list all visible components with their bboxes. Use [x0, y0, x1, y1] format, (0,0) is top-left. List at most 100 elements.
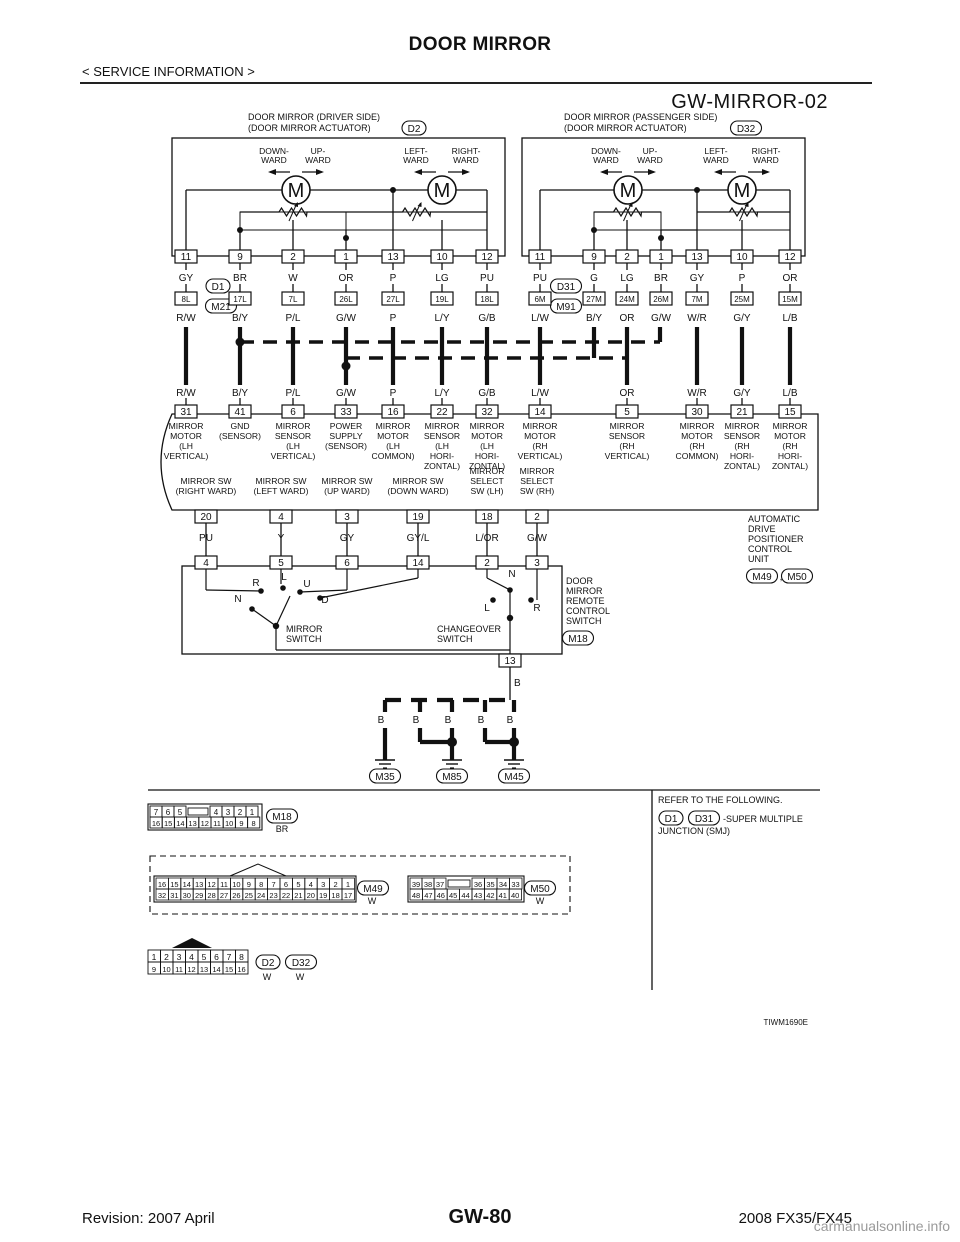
- m18-bottom-12: 12: [201, 819, 209, 828]
- ground-splice-m85: [447, 737, 457, 747]
- m50-bottom-cell-8: [508, 888, 523, 901]
- m50-bottom-45: 45: [449, 891, 457, 900]
- d2-top-4: 4: [189, 952, 194, 962]
- passenger-sensor2-frame: [696, 211, 791, 231]
- m50-top-37: 37: [436, 880, 444, 889]
- d2-bottom-9: 9: [152, 965, 156, 974]
- unit-pin-31-box: [174, 404, 198, 419]
- refer-connector-2-outline: [687, 810, 721, 826]
- joint-left-wire-color-0: R/W: [176, 313, 196, 324]
- unit-function-top-0-0: MIRROR: [169, 421, 204, 431]
- m49-bottom-cell-15: [341, 888, 355, 901]
- passenger-mirror-wire-color-0: PU: [533, 273, 547, 284]
- harness-splice-gnd: [235, 337, 245, 347]
- unit-function-top-11-1: MOTOR: [774, 431, 806, 441]
- m18-top-5: 5: [178, 808, 183, 817]
- changeover-contact-l: [490, 597, 496, 603]
- switch-connector-outline: [561, 630, 595, 646]
- footer-page-number: GW-80: [448, 1206, 512, 1228]
- ground-wire-color-2: B: [445, 715, 452, 726]
- passenger-mirror-pin-13-box: [685, 249, 709, 264]
- m49-bottom-27: 27: [220, 891, 228, 900]
- passenger-mirror-wire-color-1: G: [590, 273, 598, 284]
- positioner-unit-box: [160, 413, 819, 511]
- unit-pin-5-box: [615, 404, 639, 419]
- passenger-mirror-connector: D32: [737, 124, 756, 135]
- switch-u-route: [299, 589, 348, 593]
- driver-mirror-title: DOOR MIRROR (DRIVER SIDE): [248, 112, 380, 122]
- m49-bottom-32: 32: [158, 891, 166, 900]
- switch-name-2: REMOTE: [566, 596, 605, 606]
- unit-function-top-10-1: SENSOR: [724, 431, 760, 441]
- d2-bottom-11: 11: [175, 965, 183, 974]
- unit-pin-14: 14: [534, 407, 546, 418]
- unit-function-top-10-4: ZONTAL): [724, 461, 760, 471]
- unit-name-4: UNIT: [748, 554, 769, 564]
- joint-right-pin-7M: 7M: [691, 295, 702, 304]
- driver-horizontal-sensor-wiper-head: [417, 202, 422, 207]
- unit-function-top-7-2: (RH: [532, 441, 547, 451]
- switch-name-1: MIRROR: [566, 586, 603, 596]
- switch-common-lever: [251, 608, 277, 627]
- driver-downward-label-2: WARD: [261, 155, 287, 165]
- passenger-downward-label-2: WARD: [593, 155, 619, 165]
- switch-name-4: SWITCH: [566, 616, 602, 626]
- m50-top-38: 38: [424, 880, 432, 889]
- unit-bottom-pin-18: 18: [481, 512, 493, 523]
- driver-sensor2-frame: [345, 211, 488, 231]
- driver-horizontal-arrows-left-head: [414, 169, 422, 175]
- unit-connector-1-outline: [745, 568, 779, 584]
- driver-leftward-label-2: WARD: [403, 155, 429, 165]
- m49-bottom-20: 20: [307, 891, 315, 900]
- joint-right-wire-color-2: OR: [620, 313, 635, 324]
- m49-top-12: 12: [207, 880, 215, 889]
- joint-left-pin-box-0: [174, 291, 198, 306]
- passenger-vertical-motor-symbol: [613, 175, 643, 205]
- m49-bottom-19: 19: [319, 891, 327, 900]
- unit-function-top-4-0: MIRROR: [376, 421, 411, 431]
- switch-d-route: [319, 577, 419, 599]
- driver-sensor-gnd-dot: [237, 227, 243, 233]
- d2-latch: [172, 938, 212, 948]
- ground-connector-M85: M85: [442, 772, 462, 783]
- changeover-contact-r: [528, 597, 534, 603]
- unit-function-top-2-1: SENSOR: [275, 431, 311, 441]
- unit-pin-16: 16: [387, 407, 399, 418]
- unit-wire-color-top-1: B/Y: [232, 388, 248, 399]
- driver-horizontal-motor-symbol: [427, 175, 457, 205]
- unit-function-bottom-4-1: SELECT: [470, 476, 504, 486]
- driver-mirror-wire-color-1: BR: [233, 273, 247, 284]
- driver-sensor-power-dot: [343, 235, 349, 241]
- unit-bottom-pin-4: 4: [278, 512, 284, 523]
- ground-connector-M85-outline: [435, 768, 469, 784]
- driver-rightward-label: RIGHT-: [452, 146, 481, 156]
- joint-left-pin-8L: 8L: [182, 295, 191, 304]
- m18-face: [147, 803, 263, 831]
- unit-wire-color-top-3: G/W: [336, 388, 357, 399]
- unit-function-top-8-2: (RH: [619, 441, 634, 451]
- m18-bottom-10: 10: [225, 819, 233, 828]
- refer-line-2: -SUPER MULTIPLE: [723, 814, 803, 824]
- m49-latch: [229, 863, 287, 877]
- joint-right-pin-6M: 6M: [534, 295, 545, 304]
- driver-mirror-wire-color-2: W: [288, 273, 298, 284]
- switch-lever-arm: [275, 595, 291, 627]
- m18-top-2: 2: [238, 808, 243, 817]
- joint-right-wire-color-5: G/Y: [733, 313, 751, 324]
- d2-top-5: 5: [202, 952, 207, 962]
- m18-bottom-15: 15: [164, 819, 172, 828]
- joint-left-pin-17L: 17L: [233, 295, 247, 304]
- switch-label-d: D: [321, 595, 328, 606]
- switch-pin-6: 6: [344, 558, 350, 569]
- unit-function-top-0-1: MOTOR: [170, 431, 202, 441]
- unit-wire-color-bottom-3: GY/L: [407, 533, 430, 544]
- unit-function-top-8-1: SENSOR: [609, 431, 645, 441]
- unit-bottom-pin-19: 19: [412, 512, 424, 523]
- joint-right-pin-box-4: [685, 291, 709, 306]
- m18-top-3: 3: [226, 808, 231, 817]
- driver-vertical-sensor: [240, 206, 346, 218]
- joint-right-pin-box-6: [778, 291, 802, 306]
- unit-function-top-0-3: VERTICAL): [164, 451, 209, 461]
- mirror-switch-label: MIRROR: [286, 624, 323, 634]
- m49-top-7: 7: [272, 880, 276, 889]
